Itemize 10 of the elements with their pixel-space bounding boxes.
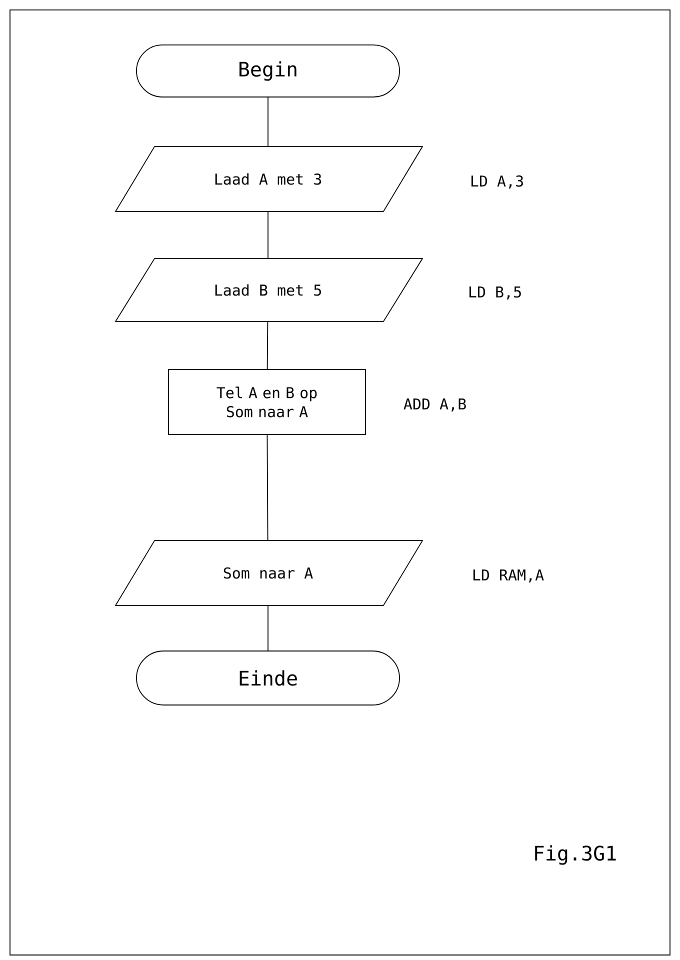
terminal-box: Einde (136, 650, 400, 706)
process-box: Tel A en B op Som naar A (168, 369, 366, 435)
instruction-label: LD RAM,A (473, 569, 544, 582)
terminal-box: Begin (136, 44, 400, 98)
connector-line (266, 434, 268, 541)
instruction-label: LD B,5 (469, 286, 521, 300)
instruction-label: ADD A,B (404, 398, 466, 412)
connector-line (266, 321, 268, 370)
instruction-label: LD A,3 (471, 175, 523, 189)
figure-label: Fig.3G1 (535, 845, 616, 865)
